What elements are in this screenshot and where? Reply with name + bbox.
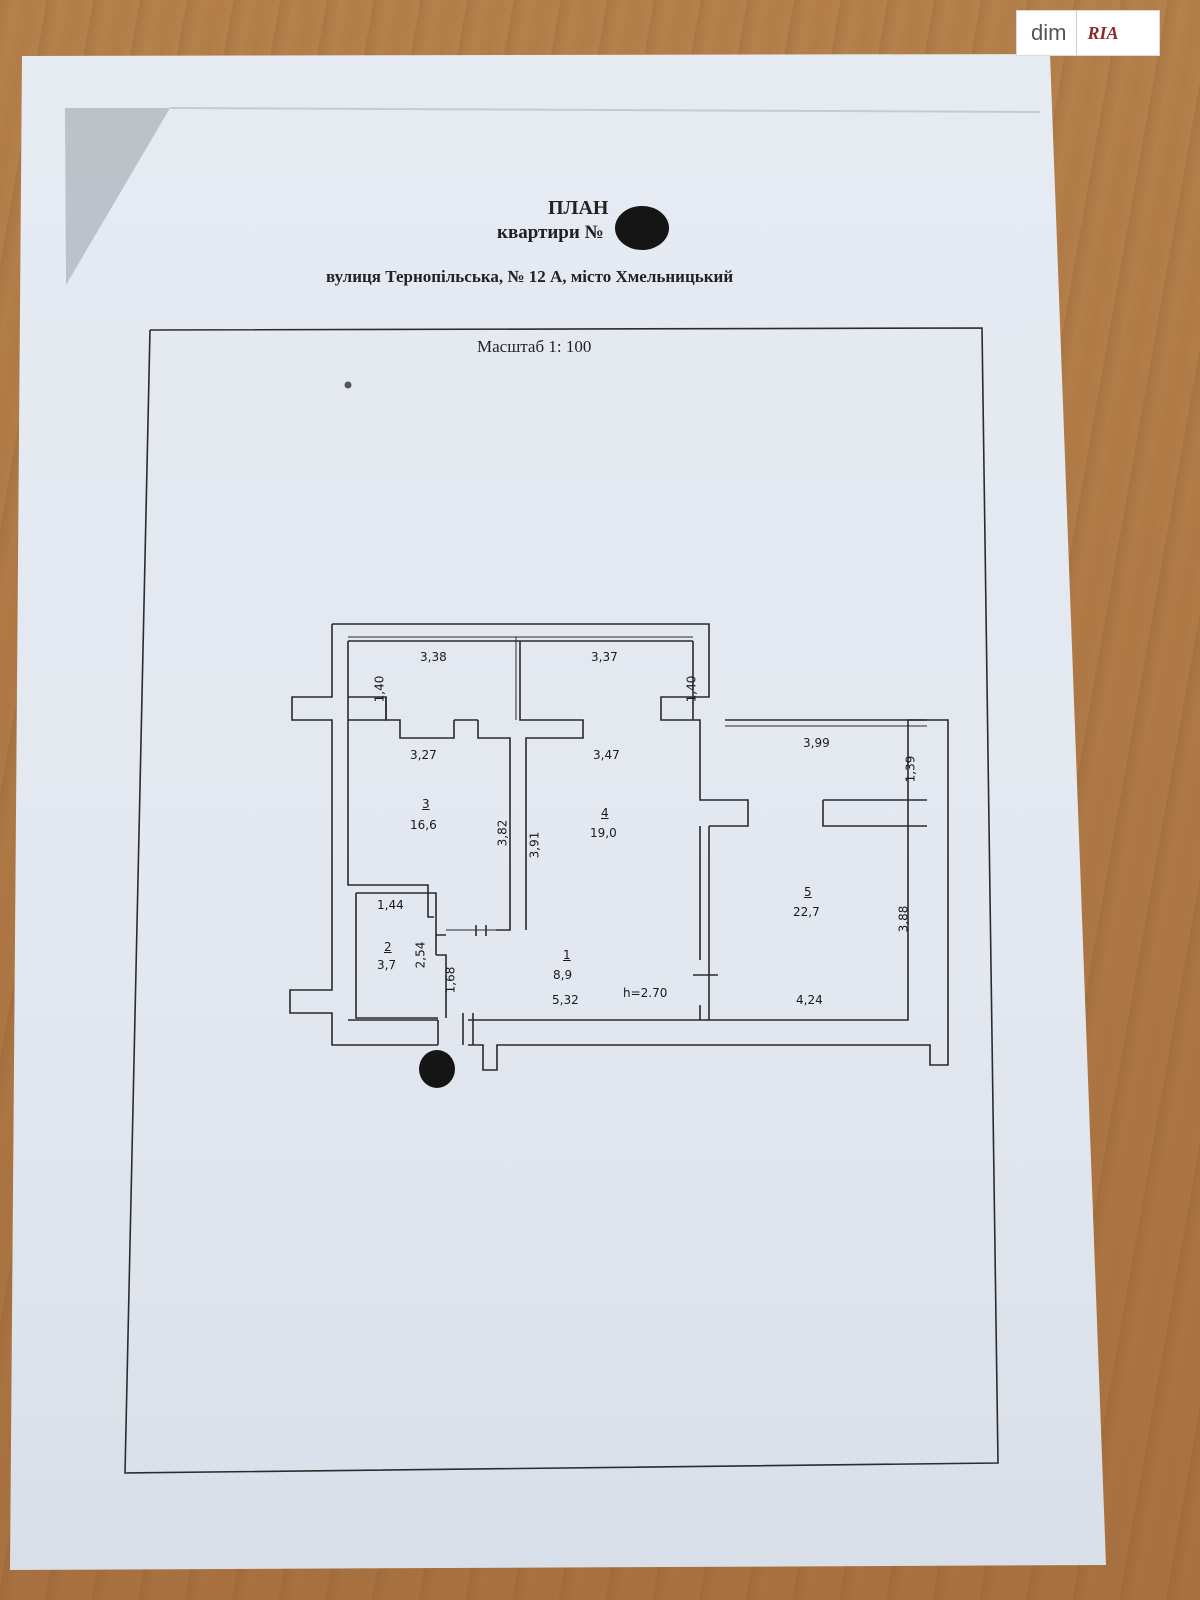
dim-label: 1,40 [684, 675, 699, 703]
room-area: 22,7 [793, 905, 820, 919]
room-area: 19,0 [590, 826, 617, 840]
plan-subtitle: квартири № [497, 222, 604, 243]
dim-label: 3,88 [896, 905, 911, 933]
redaction-blot [615, 206, 669, 250]
plan-address: вулиця Тернопільська, № 12 А, місто Хмел… [326, 267, 734, 286]
watermark-dim: dim [1017, 11, 1078, 55]
room-number: 4 [601, 806, 609, 820]
dim-label: 3,38 [420, 650, 447, 664]
dim-label: 3,47 [593, 748, 620, 762]
floor-plan [289, 623, 949, 1071]
dim-label: 1,44 [377, 898, 404, 912]
room-area: 3,7 [377, 958, 397, 972]
dim-label: 1,39 [903, 755, 918, 783]
watermark-ria: RIA [1087, 22, 1119, 43]
room-number: 5 [804, 885, 812, 899]
dim-label: 5,32 [552, 993, 579, 1007]
room-number: 2 [384, 940, 392, 954]
plan-title: ПЛАН [548, 197, 609, 219]
dim-label: 3,99 [803, 736, 830, 750]
scan-shadow [65, 108, 170, 285]
room-area: 8,9 [553, 968, 573, 982]
room-number: 1 [563, 948, 571, 962]
room-number: 3 [422, 797, 430, 811]
room-area: 16,6 [410, 818, 437, 832]
dim-label: 1,68 [443, 966, 458, 994]
redaction-blot [419, 1050, 455, 1088]
dim-label: 2,54 [413, 941, 428, 969]
plan-scale: Масштаб 1: 100 [477, 337, 592, 356]
dim-ria-watermark: dim RIA [1016, 10, 1160, 56]
dim-label: 3,82 [495, 819, 510, 847]
drawing-frame [124, 327, 999, 1474]
dim-label: 1,40 [372, 675, 387, 703]
dim-label: 3,91 [527, 831, 542, 859]
dim-label: 3,37 [591, 650, 618, 664]
dim-label: 4,24 [796, 993, 823, 1007]
ceiling-height-label: h=2.70 [623, 986, 668, 1000]
dim-label: 3,27 [410, 748, 437, 762]
